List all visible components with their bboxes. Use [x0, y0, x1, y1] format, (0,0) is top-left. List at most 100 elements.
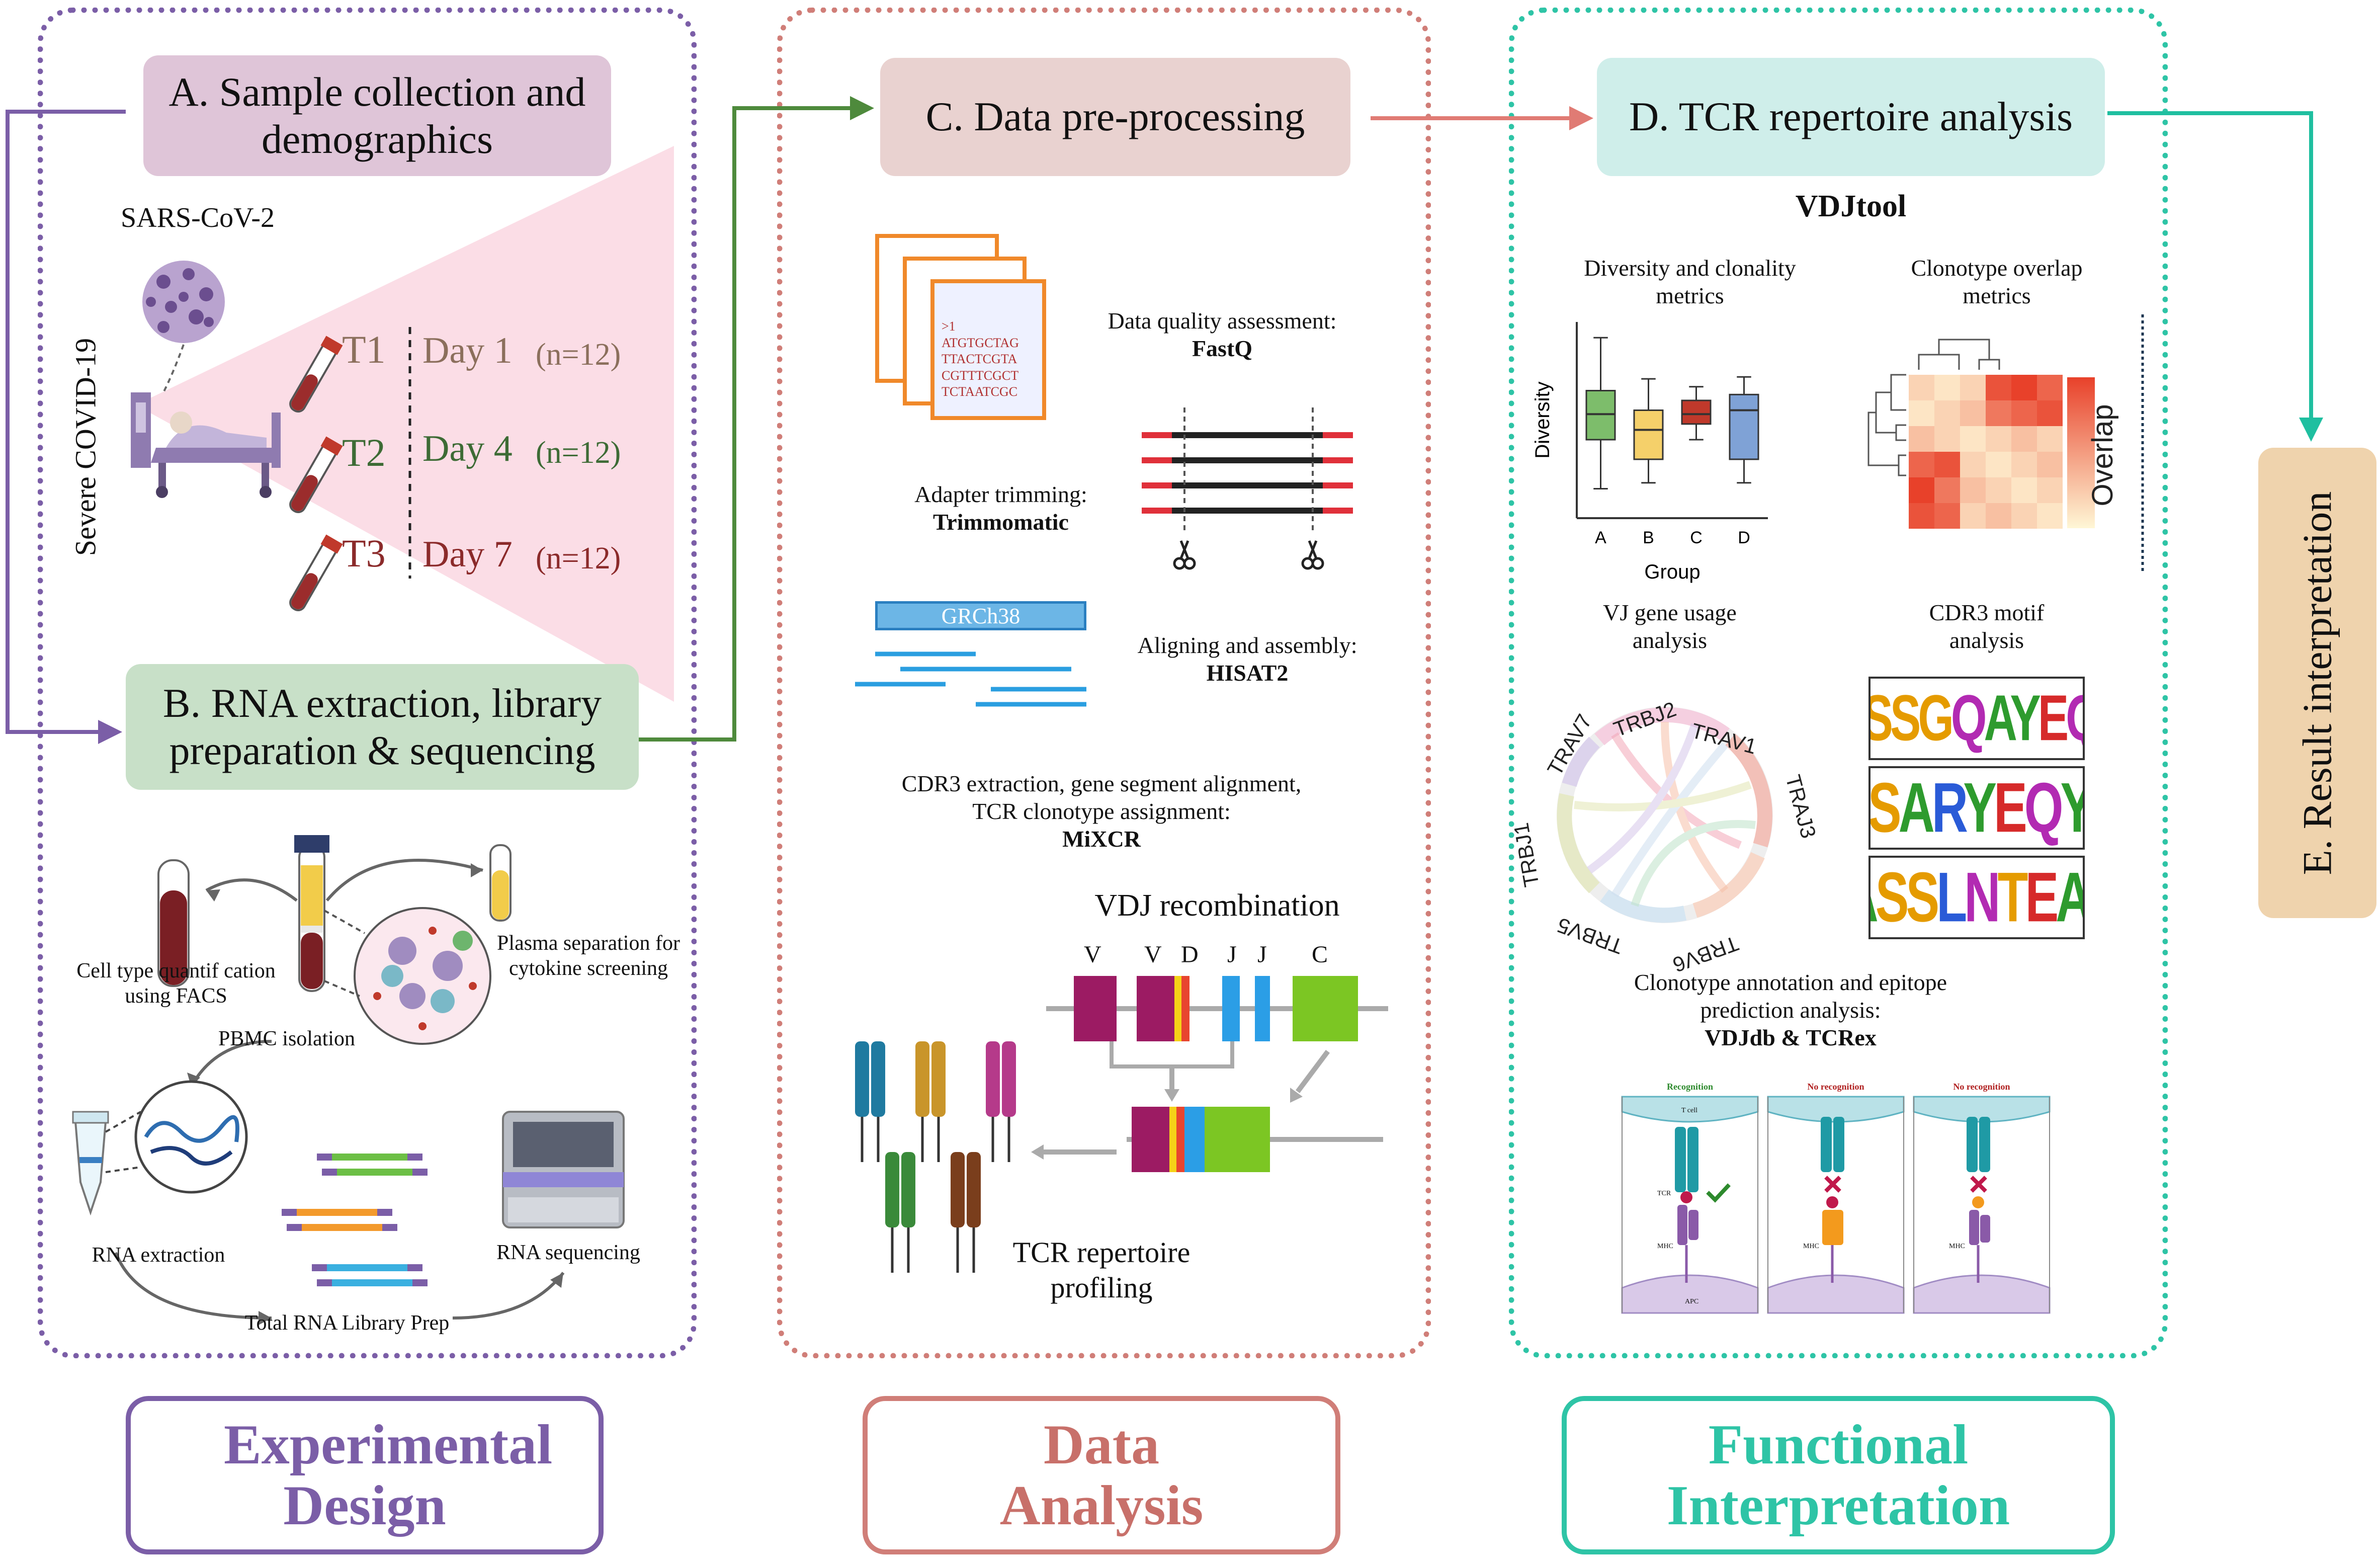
functional-panel [1509, 8, 2168, 1358]
t3-label: T3 [342, 531, 386, 575]
heatmap-cell [1960, 452, 1986, 477]
heatmap-cell [1909, 503, 1934, 529]
align-text: Aligning and assembly: HISAT2 [1112, 631, 1383, 687]
library-prep-label: Total RNA Library Prep [244, 1311, 450, 1335]
motif-sequence: CSARYEQYF [1871, 768, 2083, 848]
fastq-line: ATGTGCTAG [942, 335, 1019, 350]
step-e-label: E. Result interpretation [2294, 491, 2340, 875]
heatmap-cell [1986, 400, 2011, 426]
segment-j1: J [1227, 941, 1237, 968]
fastq-line: CGTTTCGCT [942, 368, 1019, 383]
fastq-line: TCTAATCGC [942, 384, 1018, 399]
heatmap-cell [2037, 477, 2063, 503]
heatmap-cell [2011, 375, 2037, 400]
y-axis-label: Diversity [1532, 381, 1554, 458]
recognition-label: Recognition [1667, 1082, 1713, 1092]
trim-text: Adapter trimming: Trimmomatic [855, 480, 1147, 536]
day7-label: Day 7 [422, 534, 513, 575]
heatmap-cell [1960, 400, 1986, 426]
motif-letter: E [2037, 682, 2069, 754]
vdj-recombination-diagram [1031, 976, 1388, 1172]
trim-tool: Trimmomatic [933, 509, 1069, 535]
motif-letter: E [2025, 857, 2059, 937]
segment-v2: V [1144, 941, 1162, 968]
segment-v1: V [1084, 941, 1101, 968]
day4-label: Day 4 [422, 428, 513, 469]
step-d-box: D. TCR repertoire analysis [1597, 58, 2105, 176]
heatmap-cell [1960, 477, 1986, 503]
box-body [1729, 393, 1759, 460]
tube-icon-t1 [289, 336, 343, 413]
annotation-text: Clonotype annotation and epitope predict… [1625, 968, 1957, 1052]
motif-logo: CSARYEQYF [1868, 766, 2085, 850]
arrow-d-to-e [2107, 111, 2323, 442]
segment-c: C [1312, 941, 1328, 968]
timeline-divider [408, 327, 411, 579]
experimental-panel [38, 8, 697, 1358]
heatmap-cell [1909, 426, 1934, 452]
t2-label: T2 [342, 431, 386, 474]
rna-extraction-label: RNA extraction [92, 1244, 225, 1267]
profiling-label: TCR repertoire profiling [1012, 1236, 1191, 1304]
patient-label: Severe COVID-19 [69, 338, 102, 556]
heatmap-cell [1934, 426, 1960, 452]
x-tick-label: A [1595, 528, 1606, 547]
qa-tool: FastQ [1192, 336, 1253, 362]
annotation-tools: VDJdb & TCRex [1705, 1025, 1877, 1051]
plasma-label: Plasma separation for cytokine screening [497, 932, 680, 980]
cdr3-tool: MiXCR [1062, 826, 1141, 852]
heatmap-cell [1934, 452, 1960, 477]
motif-letter: T [1997, 857, 2028, 937]
motif-sequence: CASSGQAYEQYF [1871, 682, 2083, 756]
diversity-title: Diversity and clonality metrics [1584, 255, 1796, 309]
heatmap-cell [1934, 375, 1960, 400]
tcr-label: TCR [1657, 1190, 1671, 1197]
qa-text: Data quality assessment: FastQ [1071, 307, 1373, 362]
recognition-icon-1 [1621, 1096, 1759, 1314]
heatmap-cell [2037, 375, 2063, 400]
heatmap-cell [1986, 426, 2011, 452]
motif-letter: Q [2024, 768, 2064, 847]
tube-icon-t2 [289, 436, 343, 513]
aligned-reads [855, 651, 1086, 707]
tube-icon-t3 [289, 534, 343, 611]
x-tick-label: B [1643, 528, 1654, 547]
qa-label: Data quality assessment: [1108, 308, 1337, 334]
mhc-label: MHC [1949, 1243, 1965, 1250]
box-body [1681, 399, 1712, 425]
step-c-box: C. Data pre-processing [880, 58, 1350, 176]
fastq-line: >1 [942, 319, 956, 334]
recognition-panel-1: Recognition T cell TCR MHC APC [1621, 1082, 1759, 1314]
motif-logos: CASSGQAYEQYF CSARYEQYF CASSLNTEAFF [1868, 677, 2085, 939]
overlap-heatmap: Overlap [1867, 314, 2144, 571]
motif-letter: Q [1950, 682, 1987, 754]
day1-label: Day 1 [422, 330, 513, 371]
heatmap-cell [2011, 477, 2037, 503]
n2-label: (n=12) [536, 436, 621, 470]
genome-label: GRCh38 [941, 603, 1021, 628]
adapter-trimming-illustration [1142, 407, 1353, 570]
category-data-analysis: Data Analysis [863, 1396, 1340, 1554]
step-a-box: A. Sample collection and demographics [143, 55, 611, 176]
heatmap-cell [1960, 503, 1986, 529]
segment-labels: V V D J J C [1046, 941, 1388, 971]
heatmap-cell [2037, 452, 2063, 477]
n3-label: (n=12) [536, 541, 621, 576]
vdjtool-label: VDJtool [1795, 189, 1907, 223]
segment-d: D [1181, 941, 1199, 968]
segment-j2: J [1257, 941, 1267, 968]
heatmap-cell [2037, 503, 2063, 529]
align-tool: HISAT2 [1206, 660, 1289, 686]
step-e-box: E. Result interpretation [2258, 448, 2376, 918]
annotation-title: Clonotype annotation and epitope predict… [1634, 969, 1947, 1023]
category-label: Experimental Design [224, 1413, 553, 1537]
rna-sequencing-label: RNA sequencing [496, 1241, 640, 1264]
heatmap-cell [2037, 400, 2063, 426]
motif-letter: A [1871, 858, 1879, 937]
motif-letter: S [1890, 682, 1921, 754]
receptor-blue [855, 1041, 885, 1162]
t1-label: T1 [342, 327, 386, 371]
step-c-label: C. Data pre-processing [925, 94, 1305, 140]
align-label: Aligning and assembly: [1137, 632, 1357, 658]
